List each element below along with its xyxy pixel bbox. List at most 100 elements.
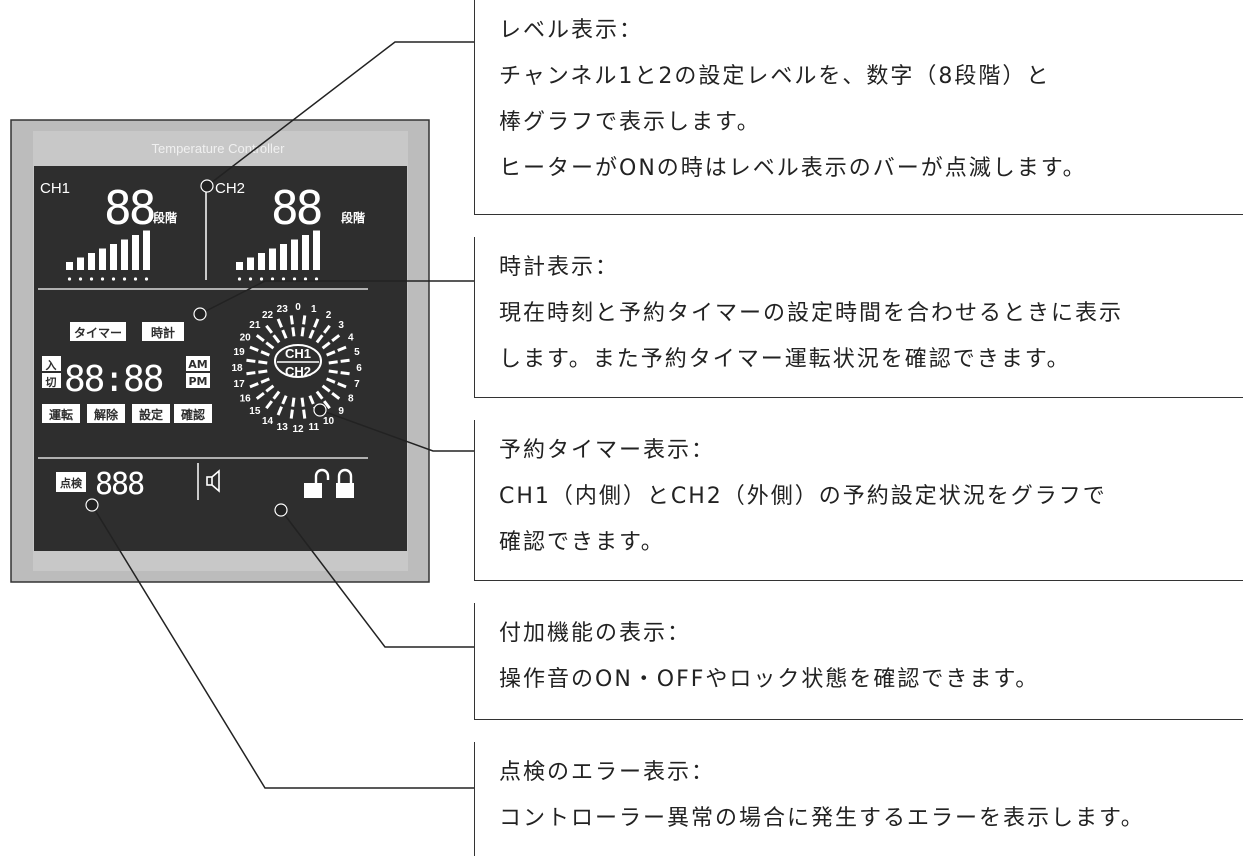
dial-inner-label: CH1	[285, 346, 311, 361]
ch1-label: CH1	[40, 180, 70, 197]
level-bar-dot	[111, 277, 116, 281]
dial-tick	[328, 369, 338, 374]
dial-hour-label: 1	[311, 304, 317, 315]
level-bar	[269, 248, 276, 270]
dial-hour-label: 10	[323, 416, 335, 427]
dial-tick	[291, 397, 296, 407]
leader-dot-error	[85, 498, 99, 512]
callout-clock-line: します。また予約タイマー運転状況を確認できます。	[499, 347, 1071, 372]
dial-hour-label: 6	[356, 363, 362, 374]
callout-error-line: コントローラー異常の場合に発生するエラーを表示します。	[499, 806, 1145, 831]
dial-tick	[265, 341, 275, 350]
dial-tick	[260, 350, 270, 357]
dial-hour-label: 13	[277, 422, 289, 433]
check-label: 点検	[60, 476, 83, 490]
level-bar	[313, 230, 320, 270]
leader-line-error	[91, 504, 474, 789]
dial-hour-label: 20	[240, 333, 252, 344]
set-label-box	[132, 404, 170, 423]
leader-line-clock	[199, 280, 474, 315]
dial-hour-label: 18	[231, 363, 243, 374]
dial-tick	[337, 345, 347, 352]
dial-tick	[291, 327, 296, 337]
callout-extra-line: 操作音のON・OFFやロック状態を確認できます。	[499, 667, 1040, 692]
level-bar-dot	[237, 277, 242, 281]
level-bar-dot	[89, 277, 94, 281]
run-label: 運転	[49, 407, 73, 422]
callout-level-line: 棒グラフで表示します。	[499, 110, 761, 135]
dial-tick	[308, 395, 315, 405]
dial-tick	[326, 350, 336, 357]
dial-tick	[313, 318, 320, 328]
level-bar	[99, 248, 106, 270]
dial-tick	[321, 384, 331, 393]
dial-tick	[281, 329, 288, 339]
dial-tick	[302, 315, 307, 325]
level-bar-dot	[100, 277, 105, 281]
error-digits: 888	[95, 467, 144, 502]
dial-tick	[337, 382, 347, 389]
unlock-icon	[304, 468, 330, 498]
run-label-box	[42, 404, 80, 423]
ch2-level-digits: 88	[271, 181, 321, 235]
lock-icon	[336, 468, 354, 498]
level-bar	[121, 239, 128, 270]
timer-label: タイマー	[74, 326, 122, 340]
clock-digits: 88:88	[64, 359, 163, 400]
callout-level-line: チャンネル1と2の設定レベルを、数字（8段階）と	[499, 64, 1051, 89]
level-bar	[236, 262, 243, 270]
level-bar-dot	[292, 277, 297, 281]
level-bar-dot	[270, 277, 275, 281]
cancel-label: 解除	[94, 407, 119, 422]
dial-tick	[289, 409, 294, 419]
level-bar-dot	[303, 277, 308, 281]
leader-dot-extra	[274, 503, 288, 517]
callout-timer-line: 確認できます。	[499, 530, 665, 555]
level-bar-dot	[144, 277, 149, 281]
leader-line-extra	[280, 509, 474, 648]
dial-hour-label: 3	[338, 320, 344, 331]
dial-tick	[255, 391, 265, 400]
dial-hour-label: 5	[354, 347, 360, 358]
am-label: AM	[188, 358, 207, 371]
callout-extra-title: 付加機能の表示：	[499, 621, 692, 646]
callout-level-title: レベル表示：	[499, 18, 644, 43]
level-bar-dot	[314, 277, 319, 281]
dial-tick	[258, 369, 268, 374]
ch2-level-unit: 段階	[341, 210, 365, 225]
level-bar	[143, 230, 150, 270]
level-bar-dot	[281, 277, 286, 281]
dial-hour-label: 0	[295, 302, 301, 313]
timer-label-box	[70, 322, 126, 341]
level-bar-dot	[78, 277, 83, 281]
confirm-label-box	[174, 404, 212, 423]
dial-tick	[326, 377, 336, 384]
dial-center	[274, 344, 322, 378]
dial-hour-label: 2	[326, 310, 332, 321]
dial-tick	[302, 409, 307, 419]
callout-clock: 時計表示： 現在時刻と予約タイマーの設定時間を合わせるときに表示 します。また予…	[474, 237, 1243, 398]
dial-tick	[315, 390, 324, 400]
dial-tick	[246, 371, 256, 376]
level-bar-dot	[67, 277, 72, 281]
dial-hour-label: 17	[234, 379, 246, 390]
dial-hour-label: 16	[240, 394, 252, 405]
callout-timer-title: 予約タイマー表示：	[499, 438, 716, 463]
cancel-label-box	[87, 404, 125, 423]
leader-dot-timer	[313, 403, 327, 417]
dial-hour-label: 21	[249, 320, 261, 331]
pm-box	[186, 373, 210, 388]
leader-lines	[91, 41, 474, 789]
level-bar	[66, 262, 73, 270]
dial-tick	[276, 406, 283, 416]
dial-hour-label: 19	[234, 347, 246, 358]
pm-label: PM	[188, 375, 207, 388]
ch2-label: CH2	[215, 180, 245, 197]
dial-hour-label: 14	[262, 416, 274, 427]
dial-tick	[300, 327, 305, 337]
level-bar	[280, 244, 287, 270]
dial-tick	[322, 400, 331, 410]
display-screen	[34, 166, 407, 551]
clock-label-box	[142, 322, 184, 341]
clock-label: 時計	[151, 325, 175, 340]
